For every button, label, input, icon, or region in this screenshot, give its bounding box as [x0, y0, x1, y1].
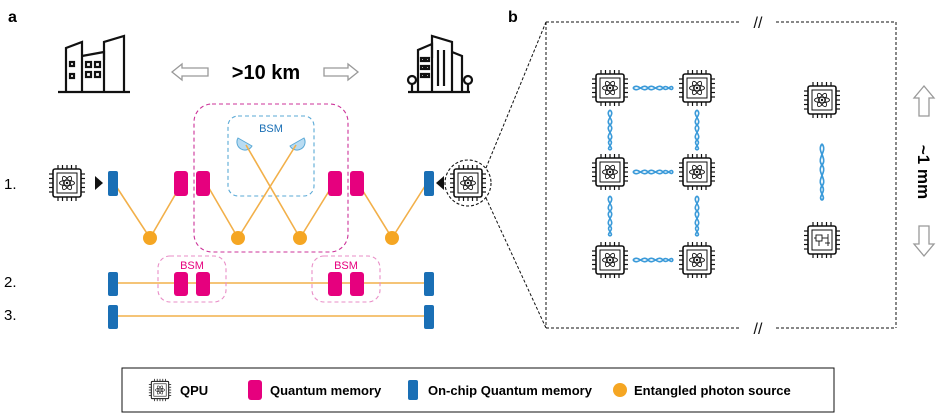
- bsm-label-1: BSM: [259, 123, 283, 135]
- onchip-memory-row2-left: [108, 272, 118, 296]
- break-mark-top: //: [754, 15, 763, 32]
- memory-row1-a: [174, 171, 188, 196]
- bsm-box-row2-right: [311, 255, 381, 303]
- arrow-right-icon: [323, 62, 360, 82]
- zoom-circle: [444, 159, 492, 207]
- qpu-icon-grid-1: [591, 69, 629, 107]
- building-icon-right: [406, 34, 474, 94]
- qpu-icon-grid-4: [678, 153, 716, 191]
- photon-source-4: [385, 231, 399, 245]
- legend-memory-swatch: [248, 380, 262, 400]
- onchip-memory-row3-right: [424, 305, 434, 329]
- qpu-icon-grid-5: [591, 241, 629, 279]
- arrow-left-icon: [170, 62, 209, 82]
- memory-row2-c: [328, 272, 342, 296]
- qpu-icon-row1-left: [48, 164, 86, 202]
- legend-qpu-label: QPU: [180, 383, 208, 398]
- coupler-icon-right: [436, 176, 444, 190]
- photon-source-1: [143, 231, 157, 245]
- memory-row1-d: [350, 171, 364, 196]
- bsm-label-3: BSM: [334, 260, 358, 272]
- qpu-icon-column-top: [803, 81, 841, 119]
- entanglement-wave-v5: [819, 142, 825, 202]
- detector-icon-left: [236, 137, 253, 151]
- row-label-1: 1.: [4, 176, 17, 193]
- coupler-icon-left: [95, 176, 103, 190]
- onchip-memory-row3-left: [108, 305, 118, 329]
- break-mark-bottom: //: [754, 321, 763, 338]
- bsm-box-row2-left: [157, 255, 227, 303]
- memory-row2-d: [350, 272, 364, 296]
- entanglement-wave-v4: [694, 195, 700, 237]
- panel-a-label: a: [8, 9, 17, 26]
- qpu-icon-grid-6: [678, 241, 716, 279]
- entanglement-wave-v3: [607, 195, 613, 237]
- onchip-memory-row1-left: [108, 171, 118, 196]
- bsm-inner-box: [227, 115, 315, 197]
- memory-row2-a: [174, 272, 188, 296]
- legend-box: [121, 367, 835, 413]
- detector-icon-right: [289, 137, 306, 151]
- legend-onchip-label: On-chip Quantum memory: [428, 383, 593, 398]
- qpu-icon-row1-right: [449, 164, 487, 202]
- classical-chip-icon: [803, 221, 841, 259]
- zoom-line-top: [485, 21, 547, 169]
- panel-b-frame: [545, 21, 897, 329]
- entanglement-wave-v2: [694, 109, 700, 151]
- legend-source-swatch: [613, 383, 627, 397]
- distance-label-km: >10 km: [232, 62, 300, 84]
- building-icon-left: [58, 34, 130, 94]
- photon-source-2: [231, 231, 245, 245]
- bsm-outer-box: [193, 103, 349, 253]
- arrow-down-icon: [912, 225, 936, 258]
- row-label-2: 2.: [4, 274, 17, 291]
- photon-source-3: [293, 231, 307, 245]
- zoom-line-bottom: [485, 197, 547, 329]
- bsm-label-2: BSM: [180, 260, 204, 272]
- row1-fiber: [113, 144, 428, 240]
- memory-row2-b: [196, 272, 210, 296]
- distance-label-mm: ~1 mm: [914, 145, 933, 199]
- memory-row1-c: [328, 171, 342, 196]
- memory-row1-b: [196, 171, 210, 196]
- legend-onchip-swatch: [408, 380, 418, 400]
- onchip-memory-row2-right: [424, 272, 434, 296]
- legend-memory-label: Quantum memory: [270, 383, 382, 398]
- qpu-icon-grid-2: [678, 69, 716, 107]
- panel-b-label: b: [508, 9, 518, 26]
- legend-source-label: Entangled photon source: [634, 383, 791, 398]
- onchip-memory-row1-right: [424, 171, 434, 196]
- arrow-up-icon: [912, 84, 936, 117]
- legend-qpu-icon: [148, 378, 172, 402]
- entanglement-wave-h3: [632, 257, 674, 263]
- entanglement-wave-v1: [607, 109, 613, 151]
- row-label-3: 3.: [4, 307, 17, 324]
- entanglement-wave-h2: [632, 169, 674, 175]
- qpu-icon-grid-3: [591, 153, 629, 191]
- entanglement-wave-h1: [632, 85, 674, 91]
